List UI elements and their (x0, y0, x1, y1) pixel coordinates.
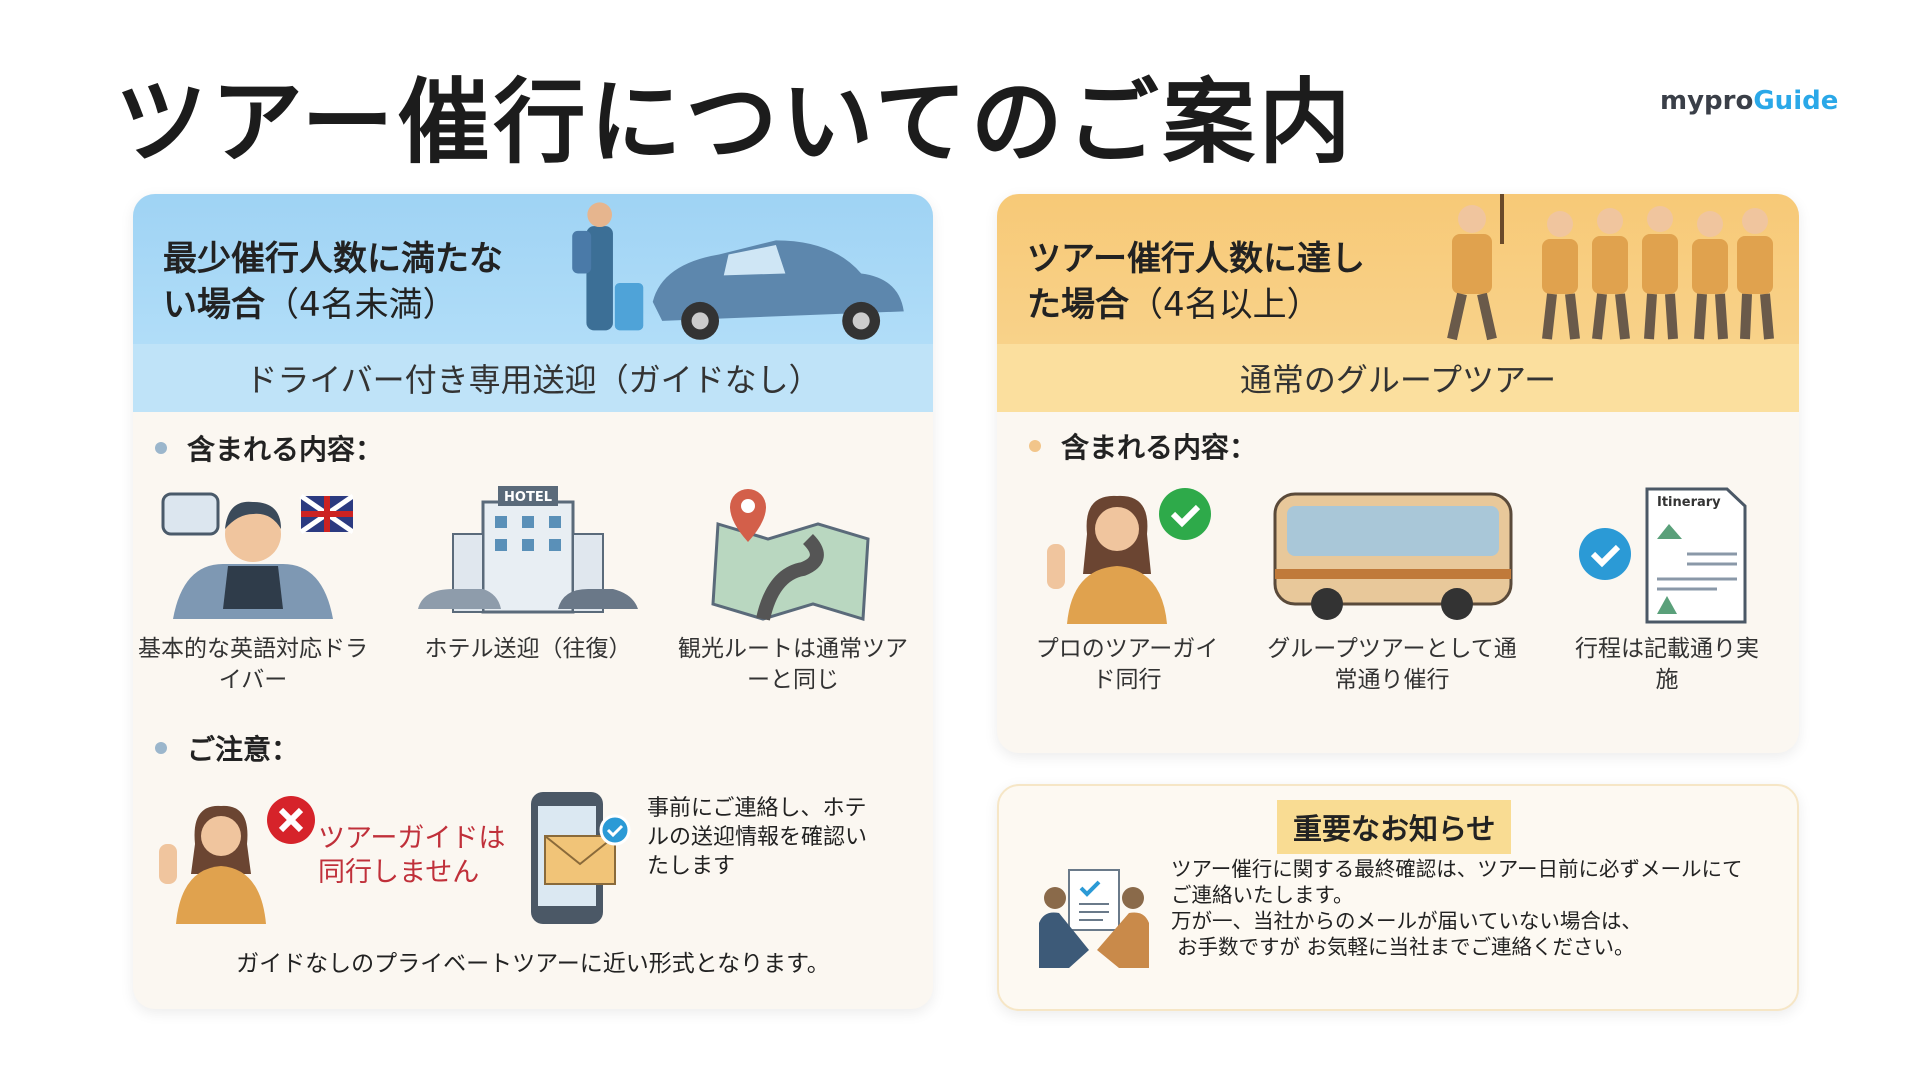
svg-text:HOTEL: HOTEL (504, 490, 552, 505)
important-notice: 重要なお知らせ ツアー催行に関する最終確認は、ツアー日前に必ずメールにてご連絡い… (997, 784, 1799, 1011)
notes-heading: ご注意： (155, 728, 299, 768)
card-header: ツアー催行人数に達した場合（4名以上） 通常のグループツアー (997, 194, 1799, 412)
card-footer: ガイドなしのプライベートツアーに近い形式となります。 (236, 951, 830, 977)
card-heading: 最少催行人数に満たない場合（4名未満） (163, 239, 503, 325)
included-heading: 含まれる内容： (1029, 426, 1257, 466)
card-subtitle: 通常のグループツアー (997, 344, 1799, 412)
bus-icon (1273, 492, 1513, 620)
guide-waving-icon (159, 796, 315, 924)
itinerary-doc-title: Itinerary (1657, 495, 1721, 510)
logo: myproGuide (1660, 86, 1838, 116)
item-label: 観光ルートは通常ツアーと同じ (678, 636, 908, 693)
included-heading: 含まれる内容： (155, 428, 383, 468)
map-icon (711, 489, 870, 621)
item-label: グループツアーとして通常通り催行 (1267, 636, 1517, 693)
notice-title: 重要なお知らせ (1277, 800, 1512, 854)
card-heading: ツアー催行人数に達した場合（4名以上） (1027, 239, 1365, 325)
included-item: HOTEL ホテル送迎（往復） (408, 484, 648, 665)
card-header: 最少催行人数に満たない場合（4名未満） ドライバー付き専用送迎（ガイドなし） (133, 194, 933, 412)
logo-accent: Guide (1753, 86, 1839, 116)
tour-group-icon (1447, 194, 1774, 341)
traveler-car-icon (572, 202, 904, 340)
included-item: 観光ルートは通常ツアーと同じ (673, 484, 913, 696)
item-label: 行程は記載通り実施 (1575, 636, 1759, 693)
notice-line: 万が一、当社からのメールが届いていない場合は、 (1171, 909, 1642, 933)
guide-icon (1047, 488, 1211, 624)
included-item: Itinerary 行程は記載通り実施 (1567, 484, 1767, 696)
item-label: ホテル送迎（往復） (424, 636, 632, 662)
item-label: 基本的な英語対応ドライバー (138, 636, 368, 693)
no-guide-warning: ツアーガイドは同行しません (318, 823, 506, 888)
hotel-icon: HOTEL (418, 486, 638, 614)
itinerary-icon: Itinerary (1579, 487, 1747, 624)
logo-text: mypro (1660, 86, 1754, 116)
minimum-reached-card: ツアー催行人数に達した場合（4名以上） 通常のグループツアー 含まれる内容： プ… (997, 194, 1799, 753)
included-item: グループツアーとして通常通り催行 (1262, 484, 1522, 696)
included-item: 基本的な英語対応ドライバー (133, 484, 373, 696)
under-minimum-card: 最少催行人数に満たない場合（4名未満） ドライバー付き専用送迎（ガイドなし） 含… (133, 194, 933, 1009)
contact-note: 事前にご連絡し、ホテルの送迎情報を確認いたします (647, 796, 868, 879)
handshake-document-icon (1039, 869, 1149, 968)
page-title: ツアー催行についてのご案内 (115, 69, 1355, 176)
driver-icon (161, 492, 353, 619)
phone-email-icon (531, 792, 631, 924)
card-subtitle: ドライバー付き専用送迎（ガイドなし） (133, 344, 933, 412)
notice-line: ツアー催行に関する最終確認は、ツアー日前に必ずメールにてご連絡いたします。 (1171, 857, 1743, 907)
item-label: プロのツアーガイド同行 (1035, 636, 1219, 693)
included-item: プロのツアーガイド同行 (1027, 484, 1227, 696)
notice-line: お手数ですが お気軽に当社までご連絡ください。 (1177, 935, 1635, 959)
notice-body: ツアー催行に関する最終確認は、ツアー日前に必ずメールにてご連絡いたします。 万が… (1171, 856, 1761, 960)
